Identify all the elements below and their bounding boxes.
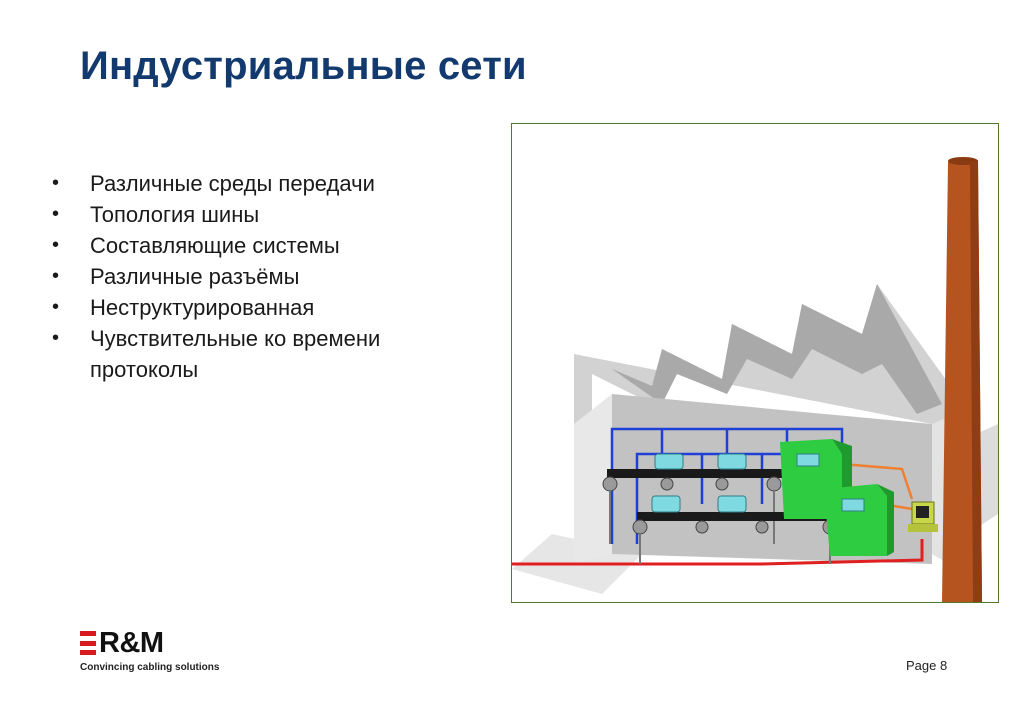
green-machine-lower (824, 484, 894, 556)
logo-tagline: Convincing cabling solutions (80, 662, 220, 673)
bullet-item: • Чувствительные ко времени протоколы (52, 323, 472, 385)
logo-mark: R&M (80, 628, 219, 658)
bullet-symbol: • (52, 265, 60, 287)
bullet-list: • Различные среды передачи • Топология шин… (52, 168, 472, 385)
factory-left-wall (574, 394, 612, 564)
io-modules (651, 453, 747, 513)
slide-title: Индустриальные сети (80, 44, 527, 88)
bullet-item: • Неструктурированная (52, 292, 472, 323)
bullet-text: Различные среды передачи (90, 171, 375, 196)
bullet-symbol: • (52, 296, 60, 318)
factory-illustration-frame (511, 123, 999, 603)
bullet-symbol: • (52, 234, 60, 256)
bullet-item: • Топология шины (52, 199, 472, 230)
factory-illustration (512, 157, 998, 602)
factory-roof-shadow (612, 284, 942, 414)
conveyor-upper (602, 469, 782, 544)
page-number: Page 8 (906, 658, 948, 673)
bullet-symbol: • (52, 172, 60, 194)
bullet-item: • Различные среды передачи (52, 168, 472, 199)
bullet-item: • Различные разъёмы (52, 261, 472, 292)
ethernet-floor-line (512, 539, 924, 566)
bullet-symbol: • (52, 203, 60, 225)
bullet-text: Составляющие системы (90, 233, 340, 258)
logo-stripes-icon (80, 631, 96, 655)
bullet-text: Чувствительные ко времени протоколы (90, 326, 381, 382)
bullet-text: Топология шины (90, 202, 260, 227)
control-terminal (908, 501, 938, 532)
bullet-symbol: • (52, 327, 60, 349)
logo-brand: R&M (99, 627, 164, 659)
bullet-item: • Составляющие системы (52, 230, 472, 261)
bullet-text: Различные разъёмы (90, 264, 300, 289)
chimney-shade (970, 160, 982, 602)
rm-logo: R&M Convincing cabling solutions (80, 628, 219, 673)
bullet-text: Неструктурированная (90, 295, 315, 320)
